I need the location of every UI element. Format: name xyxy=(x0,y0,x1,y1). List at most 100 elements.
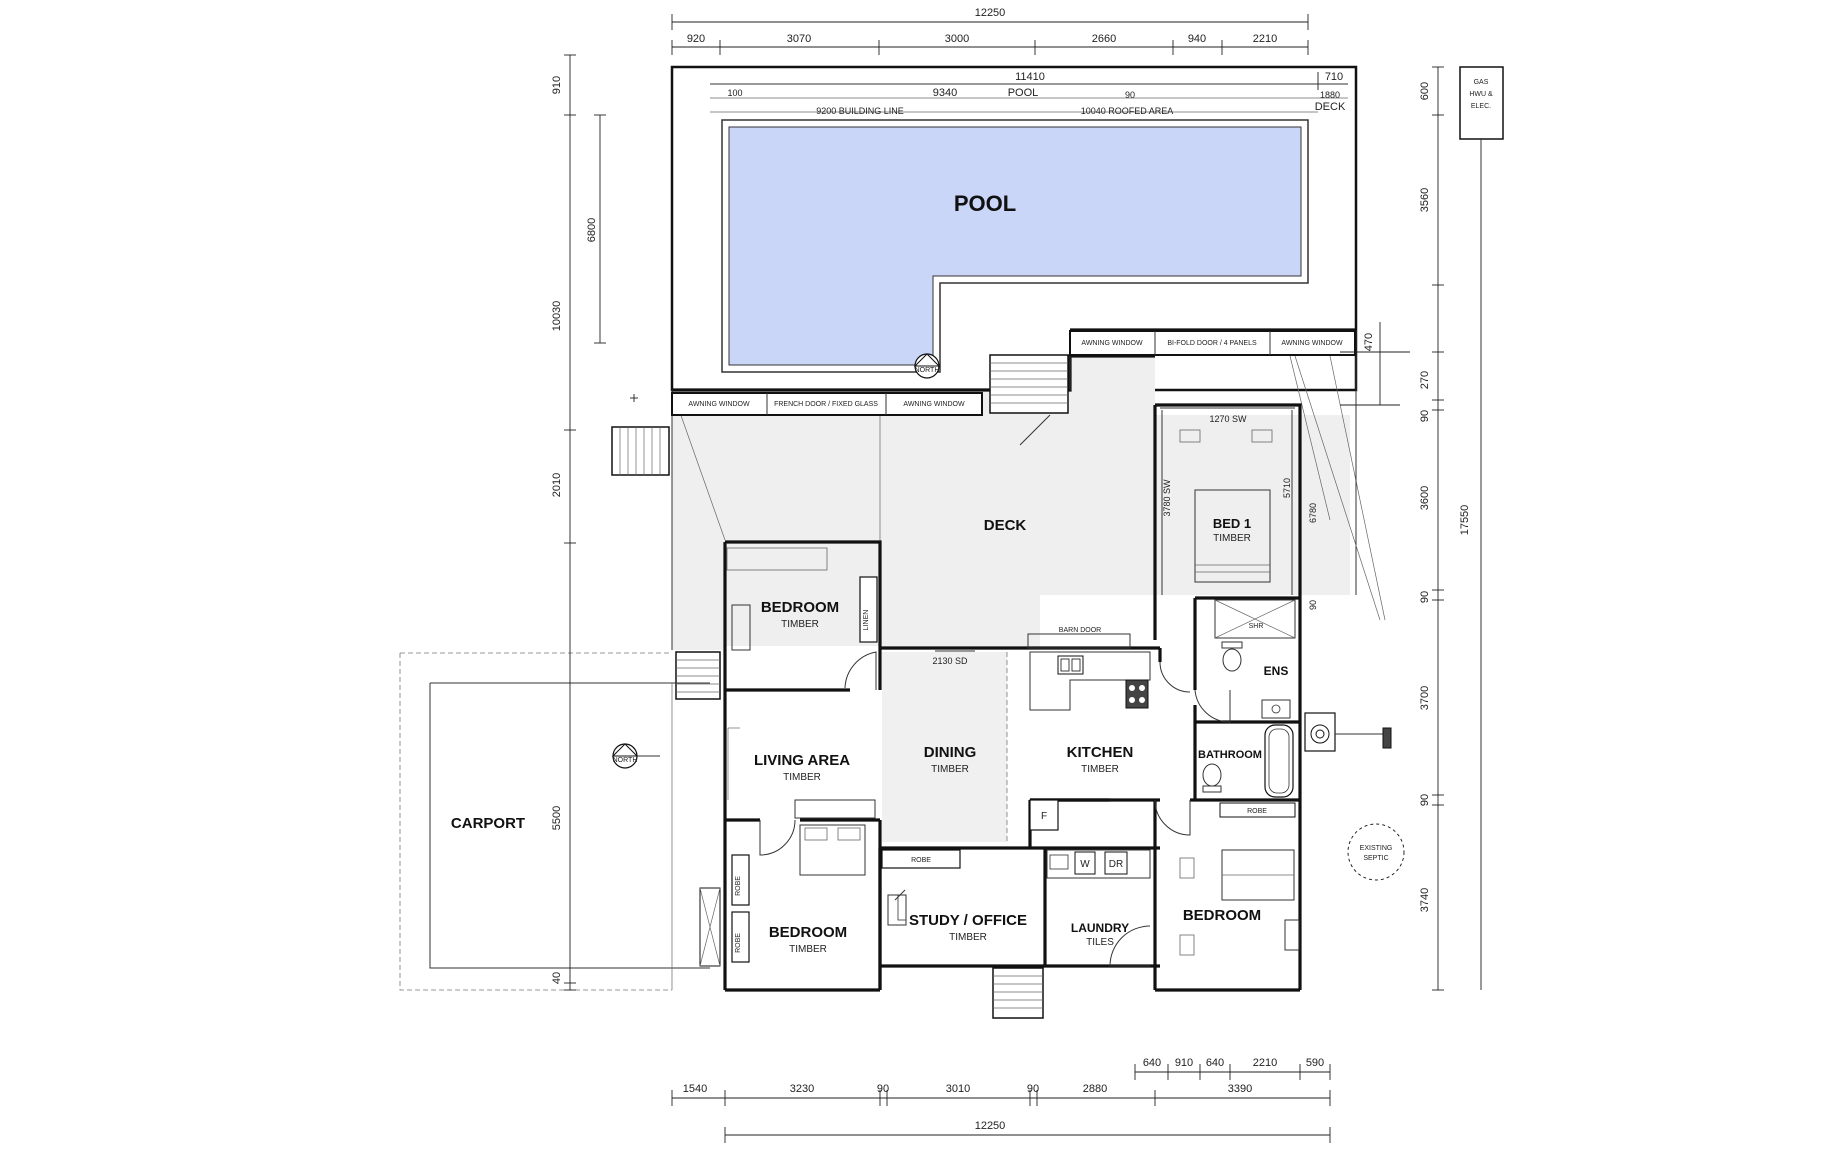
awning-window-4: AWNING WINDOW xyxy=(1281,340,1343,347)
left-40: 40 xyxy=(551,972,563,984)
pool-label: POOL xyxy=(954,191,1016,216)
right-600: 600 xyxy=(1419,82,1431,100)
right-total: 17550 xyxy=(1459,505,1471,536)
bedroom-nw-floor: TIMBER xyxy=(781,619,819,630)
dining: 2130 SD DINING TIMBER xyxy=(882,650,1008,842)
pool-total-dim: 11410 xyxy=(1015,71,1045,83)
right-90-b: 90 xyxy=(1419,591,1431,603)
bottom-up-5: 590 xyxy=(1306,1057,1324,1069)
deck-stairs-top xyxy=(989,354,1069,414)
bottom-dimensions: 640 910 640 2210 590 1540 3230 90 3010 9… xyxy=(671,1057,1331,1143)
gas-label-3: ELEC. xyxy=(1471,103,1491,110)
awning-window-1: AWNING WINDOW xyxy=(688,401,750,408)
bottom-low-7: 3390 xyxy=(1228,1083,1252,1095)
pool-left-offset: 100 xyxy=(727,88,742,98)
top-seg-2: 3070 xyxy=(787,33,811,45)
bathroom-label: BATHROOM xyxy=(1198,749,1262,761)
bottom-up-1: 640 xyxy=(1143,1057,1161,1069)
right-270: 270 xyxy=(1419,371,1431,389)
right-90-c: 90 xyxy=(1419,794,1431,806)
top-seg-1: 920 xyxy=(687,33,705,45)
bed1-label: BED 1 xyxy=(1213,516,1251,531)
gas-label-1: GAS xyxy=(1474,79,1489,86)
washer-label: W xyxy=(1080,859,1090,870)
awning-window-3: AWNING WINDOW xyxy=(1081,340,1143,347)
septic-label-1: EXISTING xyxy=(1360,845,1393,852)
roofed-area: 10040 ROOFED AREA xyxy=(1081,106,1174,116)
pool-water xyxy=(728,126,1302,366)
kitchen-label: KITCHEN xyxy=(1067,744,1134,761)
laundry: W DR LAUNDRY TILES xyxy=(1046,849,1151,967)
right-3740: 3740 xyxy=(1419,888,1431,912)
deck-stairs-left xyxy=(611,426,670,476)
dining-sd-dim: 2130 SD xyxy=(932,656,968,666)
pool-label-dim: POOL xyxy=(1008,87,1039,99)
dryer-label: DR xyxy=(1109,859,1123,870)
left-2010: 2010 xyxy=(551,473,563,497)
bedroom-nw: LINEN BEDROOM TIMBER xyxy=(726,547,878,690)
bottom-up-3: 640 xyxy=(1206,1057,1224,1069)
top-seg-3: 3000 xyxy=(945,33,969,45)
left-10030: 10030 xyxy=(551,301,563,332)
kitchen-floor: TIMBER xyxy=(1081,764,1119,775)
bed1-5710-dim: 5710 xyxy=(1282,478,1292,498)
ens-90-dim: 90 xyxy=(1308,600,1318,610)
bed1-floor: TIMBER xyxy=(1213,533,1251,544)
north-arrow-top: NORTH xyxy=(913,353,941,379)
top-total-dim: 12250 xyxy=(975,7,1006,19)
bedroom-se: ROBE BEDROOM xyxy=(1154,799,1300,956)
barn-door-label: BARN DOOR xyxy=(1059,627,1101,634)
living-floor: TIMBER xyxy=(783,772,821,783)
bottom-low-4: 3010 xyxy=(946,1083,970,1095)
bottom-low-3: 90 xyxy=(877,1083,889,1095)
right-90-a: 90 xyxy=(1419,410,1431,422)
house-walls xyxy=(723,403,1302,992)
deck-stairs-carport xyxy=(675,651,721,700)
robe-study-label: ROBE xyxy=(911,857,931,864)
kitchen: BARN DOOR F KITCHEN TIMBER xyxy=(1027,627,1151,831)
dining-label: DINING xyxy=(924,744,977,761)
bed1-3780-dim: 3780 SW xyxy=(1162,479,1172,517)
left-dimensions: 910 6800 10030 2010 5500 40 xyxy=(551,54,606,991)
bottom-low-5: 90 xyxy=(1027,1083,1039,1095)
dining-floor: TIMBER xyxy=(931,764,969,775)
study-stairs xyxy=(992,967,1044,1019)
study-office: ROBE STUDY / OFFICE TIMBER xyxy=(881,849,1044,1019)
right-dimensions: 600 3560 270 90 3600 90 3700 90 3740 175… xyxy=(1340,66,1471,991)
services: EXISTING SEPTIC GAS HWU & ELEC. xyxy=(1304,66,1504,990)
deck-label: DECK xyxy=(984,517,1027,534)
living-label: LIVING AREA xyxy=(754,752,850,769)
ens-label: ENS xyxy=(1264,664,1289,678)
top-seg-6: 2210 xyxy=(1253,33,1277,45)
gas-label-2: HWU & xyxy=(1469,91,1493,98)
pool-right-dim: 710 xyxy=(1325,71,1343,83)
building-line: 9200 BUILDING LINE xyxy=(816,106,904,116)
bottom-low-1: 1540 xyxy=(683,1083,707,1095)
north-label-top: NORTH xyxy=(915,367,940,374)
pool-mid-offset: 90 xyxy=(1125,90,1135,100)
north-label-carport: NORTH xyxy=(613,757,638,764)
awning-window-2: AWNING WINDOW xyxy=(903,401,965,408)
bedroom-sw-floor: TIMBER xyxy=(789,944,827,955)
bottom-up-4: 2210 xyxy=(1253,1057,1277,1069)
french-door-label: FRENCH DOOR / FIXED GLASS xyxy=(774,401,878,408)
linen-label: LINEN xyxy=(863,610,870,631)
bottom-total: 12250 xyxy=(975,1120,1006,1132)
bedroom-nw-label: BEDROOM xyxy=(761,599,839,616)
left-910: 910 xyxy=(551,76,563,94)
ensuite: SHR ENS xyxy=(1159,599,1296,723)
right-3700: 3700 xyxy=(1419,686,1431,710)
bottom-low-6: 2880 xyxy=(1083,1083,1107,1095)
bedroom-sw: ROBE ROBE BEDROOM TIMBER xyxy=(731,819,866,963)
bifold-label: BI-FOLD DOOR / 4 PANELS xyxy=(1167,340,1257,347)
left-6800: 6800 xyxy=(586,218,598,242)
top-seg-4: 2660 xyxy=(1092,33,1116,45)
study-label: STUDY / OFFICE xyxy=(909,912,1027,929)
right-470: 470 xyxy=(1363,333,1375,351)
bed1-6780-dim: 6780 xyxy=(1308,503,1318,523)
bed1-sw-dim: 1270 SW xyxy=(1209,414,1247,424)
living-area: LIVING AREA TIMBER xyxy=(727,727,876,819)
robe-sw-1: ROBE xyxy=(735,876,742,896)
pool-length-dim: 9340 xyxy=(933,87,957,99)
